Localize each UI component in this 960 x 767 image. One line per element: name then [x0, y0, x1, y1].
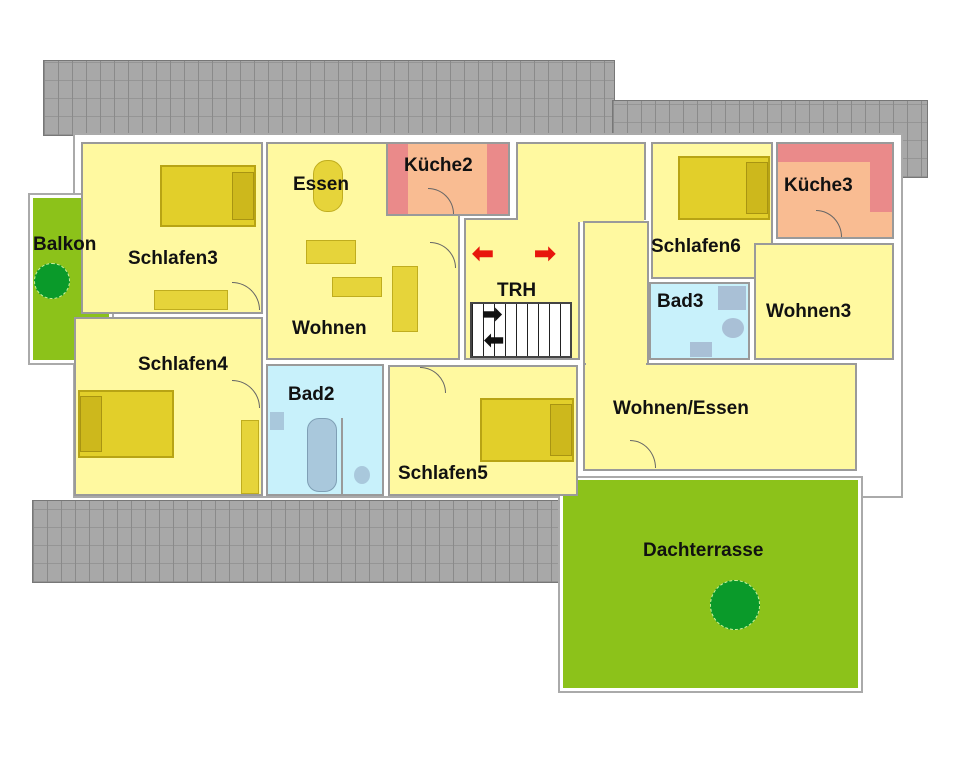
label-bad3: Bad3 — [657, 291, 704, 312]
label-dachterrasse: Dachterrasse — [643, 540, 764, 561]
counter-icon — [388, 144, 408, 214]
room-wohnen — [266, 142, 460, 360]
label-balkon: Balkon — [33, 234, 97, 255]
stairs-icon — [470, 302, 572, 358]
coffee-table-icon — [332, 277, 382, 297]
label-schlafen3: Schlafen3 — [128, 248, 218, 269]
counter-icon — [870, 144, 892, 212]
label-schlafen5: Schlafen5 — [398, 463, 488, 484]
label-schlafen6: Schlafen6 — [651, 236, 741, 257]
label-kueche3: Küche3 — [784, 175, 853, 196]
counter-icon — [778, 144, 892, 162]
label-essen: Essen — [293, 174, 349, 195]
room-wohnen3 — [754, 243, 894, 360]
pillow-icon — [232, 172, 254, 220]
sink-icon — [270, 412, 284, 430]
label-schlafen4: Schlafen4 — [138, 354, 228, 375]
pillow-icon — [80, 396, 102, 452]
sink-icon — [690, 342, 712, 357]
tree-icon — [34, 263, 70, 299]
arrow-right-icon: ➡ — [534, 238, 556, 268]
counter-icon — [487, 144, 508, 214]
label-wohnen-essen: Wohnen/Essen — [613, 398, 749, 419]
toilet-icon — [354, 466, 370, 484]
pillow-icon — [746, 162, 768, 214]
shower-icon — [718, 286, 746, 310]
wc-partition — [341, 418, 382, 496]
room-hall-upper — [516, 142, 646, 220]
dining-table-icon — [313, 160, 343, 212]
arrow-up-right-icon: ➡ — [482, 301, 503, 328]
sofa-icon — [392, 266, 418, 332]
label-wohnen: Wohnen — [292, 318, 367, 339]
arrow-left-icon: ⬅ — [472, 238, 494, 268]
wardrobe-icon — [154, 290, 228, 310]
pillow-icon — [550, 404, 572, 456]
label-wohnen3: Wohnen3 — [766, 301, 852, 322]
room-joint — [586, 360, 646, 368]
label-trh: TRH — [497, 280, 537, 301]
room-dachterrasse — [563, 480, 858, 688]
roof-bottom — [32, 500, 610, 583]
bathtub-icon — [307, 418, 337, 492]
room-wohnen-essen — [583, 363, 857, 471]
arrow-down-left-icon: ⬅ — [484, 327, 505, 354]
tree-icon — [710, 580, 760, 630]
label-kueche2: Küche2 — [404, 155, 473, 176]
hall-joint — [518, 216, 644, 222]
toilet-icon — [722, 318, 744, 338]
roof-top-left — [43, 60, 615, 136]
sofa-icon — [306, 240, 356, 264]
label-bad2: Bad2 — [288, 384, 335, 405]
wardrobe-icon — [241, 420, 259, 494]
